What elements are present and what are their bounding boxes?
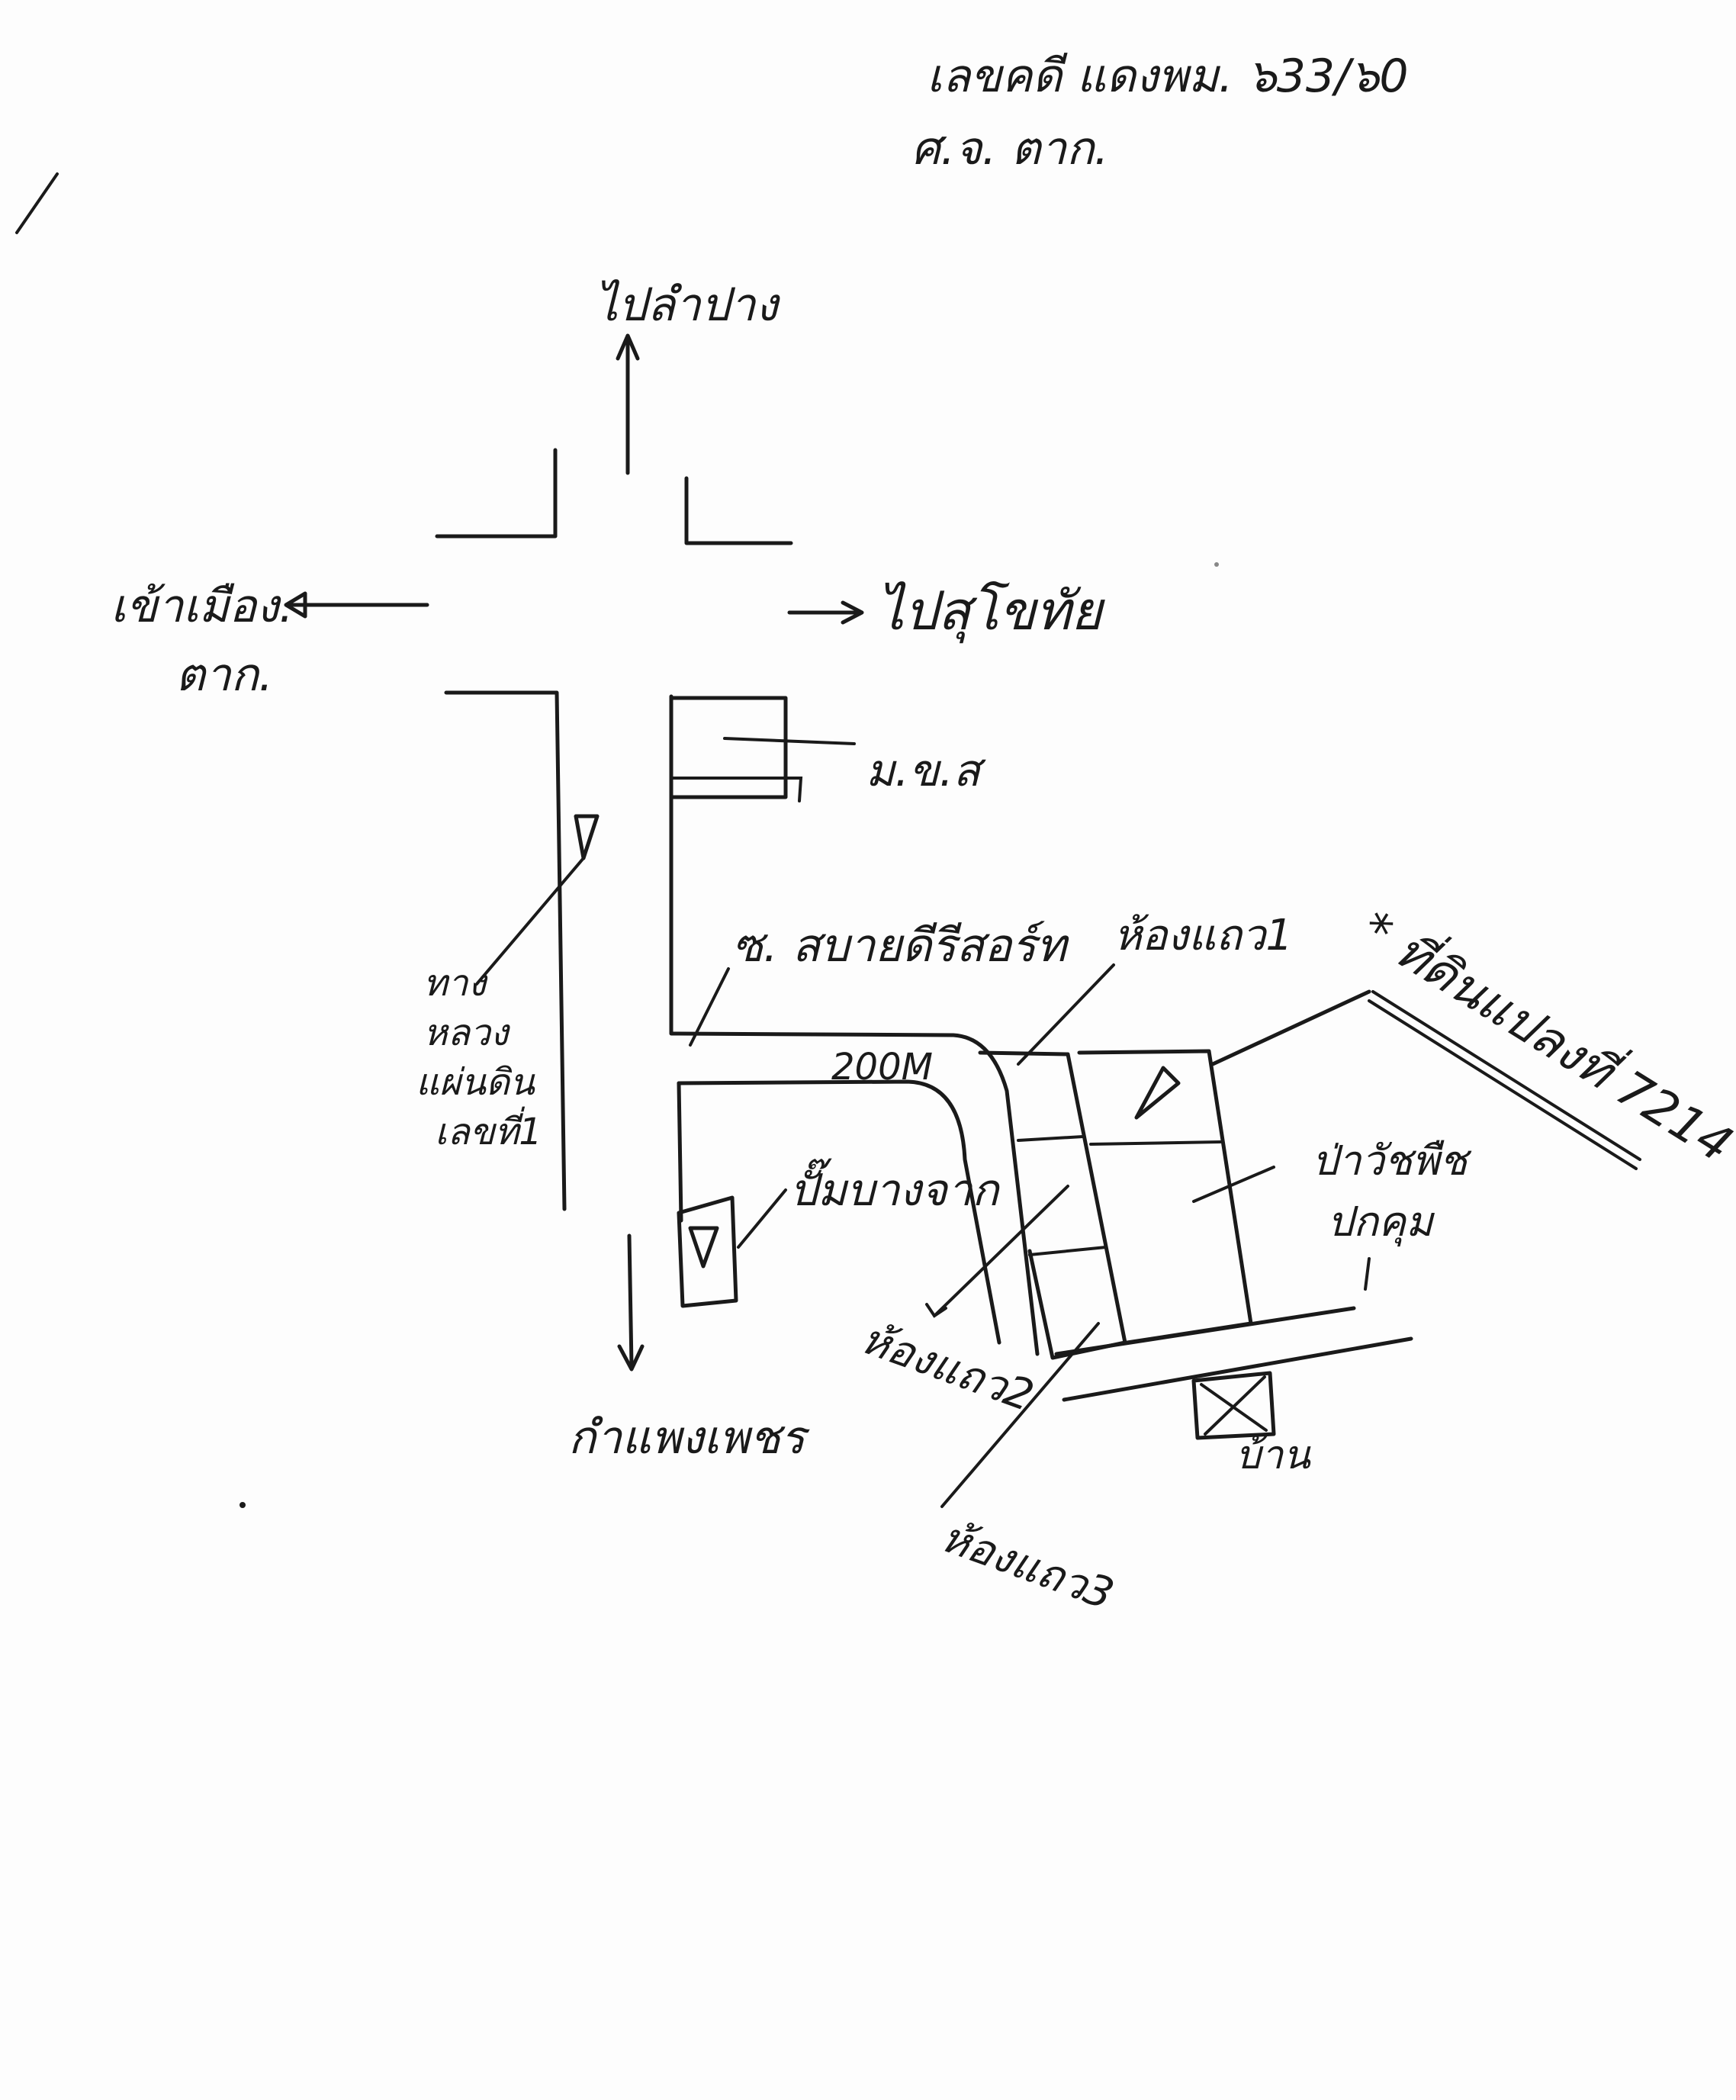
house-cross-icon xyxy=(1200,1375,1268,1436)
pointer-shophouse-1 xyxy=(1017,963,1115,1066)
school-building xyxy=(669,696,788,799)
label-soi: ซ. สบายดีรีสอร์ท xyxy=(732,919,1069,973)
case-number: เลขคดี แดงพม. ๖33/๖0 xyxy=(927,50,1409,103)
pointer-shophouse-2-arrowhead-icon xyxy=(925,1303,947,1318)
court-name: ศ.จ. ตาก. xyxy=(911,122,1109,175)
label-shophouse-1: ห้องแถว1 xyxy=(1114,911,1293,960)
label-forest-2: ปกคุม xyxy=(1327,1198,1435,1247)
label-forest-1: ป่าวัชพืช xyxy=(1312,1137,1472,1185)
label-school: ม.ข.ส xyxy=(866,744,986,796)
pointer-forest xyxy=(1192,1166,1275,1203)
marker-highway-icon xyxy=(574,814,600,860)
south-arrow-line xyxy=(627,1233,634,1368)
label-highway-2: หลวง xyxy=(423,1011,511,1054)
school-building-line xyxy=(670,777,803,802)
east-arrowhead-icon xyxy=(841,600,864,625)
stray-mark xyxy=(15,172,59,234)
label-distance: 200M xyxy=(831,1046,933,1089)
intersection-corner-nw xyxy=(435,448,558,539)
label-west-2: ตาก. xyxy=(175,648,273,702)
shophouse-divider-2 xyxy=(1028,1246,1108,1256)
gas-station-building xyxy=(677,1195,738,1308)
label-house: บ้าน xyxy=(1236,1433,1311,1478)
pointer-gas-station xyxy=(737,1188,787,1249)
label-highway-4: เลขที่1 xyxy=(435,1106,542,1153)
south-arrowhead-icon xyxy=(617,1344,645,1372)
highway-east-edge-lower xyxy=(677,1081,683,1223)
label-shophouse-3: ห้องแถว3 xyxy=(934,1512,1120,1619)
pointer-shophouse-2 xyxy=(933,1185,1069,1317)
plot-inner-line xyxy=(1089,1140,1222,1146)
plot-underline-1 xyxy=(1371,990,1641,1161)
pointer-plot xyxy=(1210,989,1371,1066)
soi-south-edge xyxy=(677,1079,1001,1345)
lane-upper xyxy=(1054,1306,1356,1356)
plot-underline-2 xyxy=(1368,999,1638,1170)
pointer-soi xyxy=(689,967,730,1047)
label-north: ไปลำปาง xyxy=(595,278,780,332)
house-building xyxy=(1191,1371,1276,1440)
intersection-corner-ne xyxy=(684,476,793,545)
pointer-highway xyxy=(475,857,585,986)
stray-dot xyxy=(1214,562,1219,567)
label-highway-1: ทาง xyxy=(423,962,489,1005)
lane-lower xyxy=(1062,1336,1413,1402)
west-arrowhead-icon xyxy=(284,591,307,619)
highway-west-edge xyxy=(444,690,567,1211)
label-highway-3: แผ่นดิน xyxy=(416,1061,535,1104)
label-shophouse-2: ห้องแถว2 xyxy=(854,1314,1040,1421)
forest-tick xyxy=(1364,1257,1371,1291)
label-east: ไปสุโขทัย xyxy=(877,580,1105,644)
shophouse-divider-1 xyxy=(1017,1135,1085,1142)
shophouse-block xyxy=(978,1050,1127,1360)
label-south: กำแพงเพชร xyxy=(568,1411,810,1465)
pointer-school xyxy=(723,737,856,745)
north-arrowhead-icon xyxy=(616,333,640,361)
label-west-1: เข้าเมือง. xyxy=(111,580,294,633)
soi-north-edge xyxy=(669,694,1040,1356)
marker-gas-station-icon xyxy=(688,1226,719,1269)
stray-dot xyxy=(240,1502,246,1508)
label-gas-station: ปั๊มบางจาก xyxy=(789,1158,1001,1216)
marker-plot-icon xyxy=(1134,1066,1181,1120)
pointer-shophouse-3 xyxy=(940,1322,1100,1508)
